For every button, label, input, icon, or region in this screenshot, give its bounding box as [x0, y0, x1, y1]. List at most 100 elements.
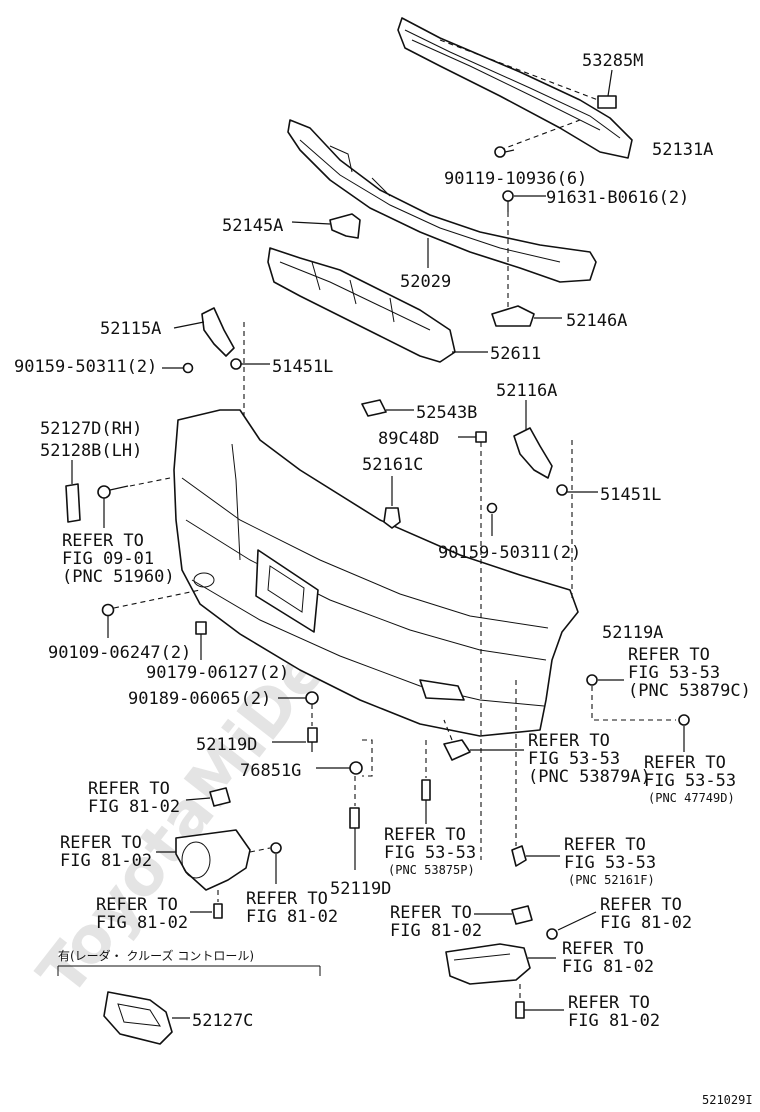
fog-lamp-left-part[interactable]	[175, 829, 251, 891]
label-refer-j-line1: REFER TO	[246, 889, 328, 909]
label-refer-f-line1: REFER TO	[384, 825, 466, 845]
leader-line	[185, 797, 211, 801]
side-support-52115a-part[interactable]	[201, 307, 235, 357]
screw-refer-53879c-part[interactable]	[586, 674, 598, 686]
label-refer-c-line2: FIG 53-53	[528, 749, 620, 769]
leader-line	[591, 686, 676, 721]
screw-refer-53875p-part[interactable]	[421, 779, 431, 801]
clip-refer-52161f-part[interactable]	[511, 845, 527, 867]
label-refer-b-line2: FIG 53-53	[628, 663, 720, 683]
screw-90159-left-part[interactable]	[182, 362, 194, 374]
label-90189-06065: 90189-06065(2)	[128, 689, 271, 709]
label-refer-b-line1: REFER TO	[628, 645, 710, 665]
bolt-90119-part[interactable]	[494, 146, 515, 158]
label-refer-h-line2: FIG 81-02	[60, 851, 152, 871]
label-52145a: 52145A	[222, 216, 283, 236]
clip-52161c-part[interactable]	[383, 507, 401, 529]
bracket-fig-81-02-a-part[interactable]	[209, 787, 231, 807]
label-refer-l-line2: FIG 81-02	[600, 913, 692, 933]
screw-fig-81-02-b-part[interactable]	[213, 903, 223, 919]
label-refer-k-line2: FIG 81-02	[390, 921, 482, 941]
bolt-refer-fig-09-01-part[interactable]	[97, 485, 129, 499]
leader-line	[362, 739, 373, 777]
screw-52119d-upper-part[interactable]	[307, 727, 318, 752]
diagram-id-text: 521029I	[702, 1093, 753, 1107]
label-refer-m-line1: REFER TO	[562, 939, 644, 959]
bracket-52145a-part[interactable]	[329, 213, 361, 239]
leader-line	[291, 221, 331, 225]
side-support-52116a-part[interactable]	[513, 427, 553, 479]
bolt-90109-part[interactable]	[101, 603, 115, 617]
label-refer-a-line2: FIG 09-01	[62, 549, 154, 569]
label-refer-g-line3: (PNC 52161F)	[568, 873, 655, 887]
label-refer-d-line2: FIG 53-53	[644, 771, 736, 791]
label-refer-f-line2: FIG 53-53	[384, 843, 476, 863]
label-refer-c-line1: REFER TO	[528, 731, 610, 751]
label-refer-d-line3: (PNC 47749D)	[648, 791, 735, 805]
label-51451l-left: 51451L	[272, 357, 333, 377]
nut-90189-part[interactable]	[305, 691, 319, 705]
screw-90159-right-part[interactable]	[486, 502, 498, 514]
label-52543b: 52543B	[416, 403, 477, 423]
leader-line	[557, 911, 597, 931]
block-53285m-part[interactable]	[597, 95, 617, 109]
label-52119d-lower: 52119D	[330, 879, 391, 899]
screw-52119d-lower-part[interactable]	[349, 807, 360, 829]
bracket-refer-53879a-part[interactable]	[443, 739, 471, 761]
label-refer-f-line3: (PNC 53875P)	[388, 863, 475, 877]
leader-line	[249, 847, 271, 853]
label-52611: 52611	[490, 344, 541, 364]
leader-line	[113, 589, 201, 609]
label-90159-50311-right: 90159-50311(2)	[438, 543, 581, 563]
leader-line	[173, 321, 205, 329]
label-refer-b-line3: (PNC 53879C)	[628, 681, 751, 701]
bolt-91631-part[interactable]	[502, 190, 514, 212]
fog-lamp-right-part[interactable]	[445, 943, 531, 985]
label-refer-e-line1: REFER TO	[88, 779, 170, 799]
screw-fig-81-02-f-part[interactable]	[515, 1001, 525, 1019]
label-refer-i-line1: REFER TO	[96, 895, 178, 915]
label-52131a: 52131A	[652, 140, 713, 160]
nut-51451l-right-part[interactable]	[556, 484, 568, 496]
label-90159-50311-left: 90159-50311(2)	[14, 357, 157, 377]
clip-89c48d-part[interactable]	[475, 431, 487, 443]
front-bumper-cover-part[interactable]	[173, 409, 579, 737]
option-note-text: 有(レーダ・ クルーズ コントロール)	[58, 948, 254, 963]
leader-line	[443, 719, 453, 741]
molding-52127d-part[interactable]	[65, 483, 81, 523]
label-refer-m-line2: FIG 81-02	[562, 957, 654, 977]
bolt-fig-81-02-c-part[interactable]	[270, 842, 282, 854]
cover-52127c-part[interactable]	[103, 991, 173, 1045]
label-90109-06247: 90109-06247(2)	[48, 643, 191, 663]
label-51451l-right: 51451L	[600, 485, 661, 505]
bolt-fig-81-02-e-part[interactable]	[546, 928, 558, 940]
label-refer-j-line2: FIG 81-02	[246, 907, 338, 927]
bracket-52146a-part[interactable]	[491, 305, 535, 327]
bumper-energy-absorber-part[interactable]	[397, 17, 633, 159]
bracket-fig-81-02-d-part[interactable]	[511, 905, 533, 925]
bumper-reinforcement-part[interactable]	[287, 119, 597, 283]
leader-line	[439, 39, 599, 101]
nut-51451l-left-part[interactable]	[230, 358, 242, 370]
label-refer-c-line3: (PNC 53879A)	[528, 767, 651, 787]
label-53285m: 53285M	[582, 51, 643, 71]
clip-90179-part[interactable]	[195, 621, 207, 635]
label-refer-n-line2: FIG 81-02	[568, 1011, 660, 1031]
label-52119a: 52119A	[602, 623, 663, 643]
bumper-absorber-lower-part[interactable]	[267, 247, 456, 363]
label-76851g: 76851G	[240, 761, 301, 781]
label-90119-10936: 90119-10936(6)	[444, 169, 587, 189]
label-refer-i-line2: FIG 81-02	[96, 913, 188, 933]
label-91631-b0616: 91631-B0616(2)	[546, 188, 689, 208]
label-52029: 52029	[400, 272, 451, 292]
label-52119d-upper: 52119D	[196, 735, 257, 755]
label-refer-g-line1: REFER TO	[564, 835, 646, 855]
screw-refer-47749d-part[interactable]	[678, 714, 690, 726]
label-refer-n-line1: REFER TO	[568, 993, 650, 1013]
block-52543b-part[interactable]	[361, 399, 387, 417]
retainer-76851g-part[interactable]	[349, 761, 363, 775]
label-52116a: 52116A	[496, 381, 557, 401]
label-refer-h-line1: REFER TO	[60, 833, 142, 853]
label-52127d-rh: 52127D(RH)	[40, 419, 142, 439]
